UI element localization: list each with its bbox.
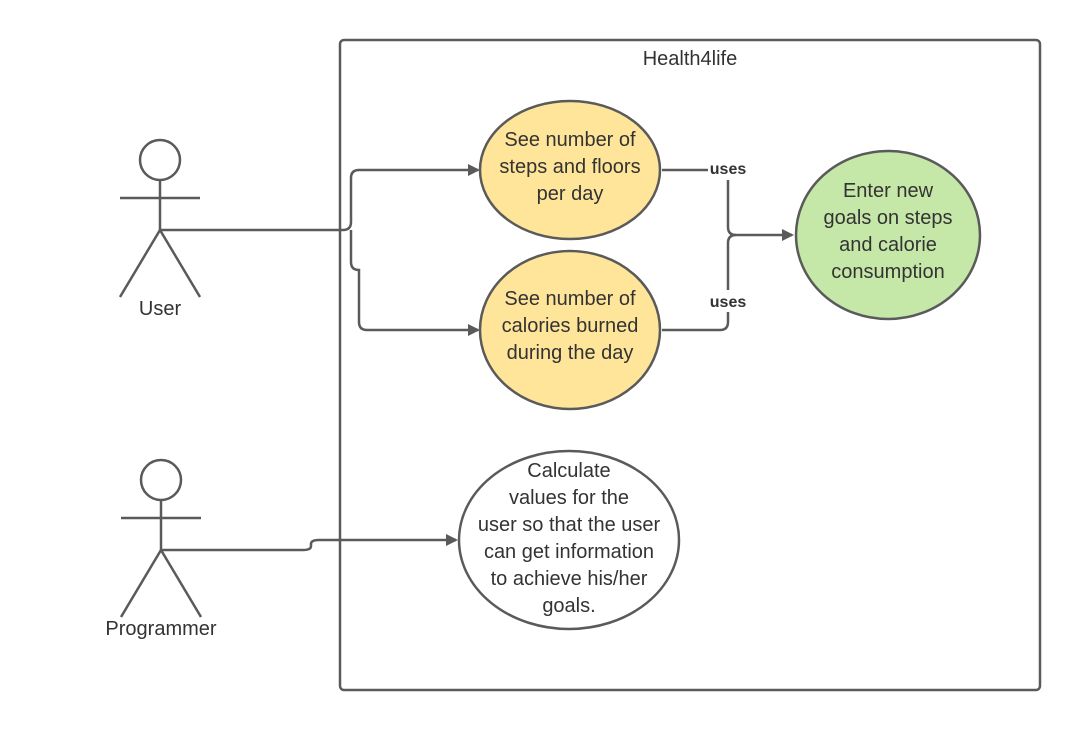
use-case-calculate[interactable]: Calculate values for the user so that th… — [457, 449, 681, 631]
connectors — [160, 164, 794, 552]
use-case-goals[interactable]: Enter new goals on steps and calorie con… — [794, 149, 982, 321]
use-case-calculate-ellipse — [457, 449, 681, 631]
actor-programmer-label: Programmer — [105, 618, 216, 640]
use-case-calories-line: during the day — [507, 342, 634, 364]
use-case-steps-ellipse — [478, 99, 662, 241]
actor-user-left-leg — [118, 229, 162, 298]
connector-calories-to-goals-a — [662, 312, 730, 332]
connector-user-to-calories — [349, 230, 480, 336]
system-boundary: Health4life — [338, 38, 1042, 692]
use-case-steps-line: per day — [537, 183, 604, 205]
actor-programmer[interactable]: Programmer — [105, 458, 217, 640]
connector-programmer-to-calculate — [161, 534, 458, 552]
use-case-goals-ellipse — [794, 149, 982, 321]
system-title: Health4life — [643, 48, 738, 70]
use-case-goals-line: consumption — [831, 261, 944, 283]
use-case-goals-line: goals on steps — [824, 207, 953, 229]
actor-programmer-left-leg — [119, 549, 163, 618]
use-case-goals-line: and calorie — [839, 234, 937, 256]
use-case-calculate-line: goals. — [542, 595, 595, 617]
system-boundary-box — [338, 38, 1042, 692]
use-case-calculate-line: user so that the user — [478, 514, 661, 536]
actor-user-right-leg — [158, 229, 202, 298]
use-case-calculate-line: to achieve his/her — [491, 568, 648, 590]
use-case-goals-line: Enter new — [843, 180, 934, 202]
use-case-calories-ellipse — [478, 249, 662, 411]
use-case-calculate-line: values for the — [509, 487, 629, 509]
use-case-steps-line: steps and floors — [499, 156, 640, 178]
edge-label-uses-steps: uses — [710, 161, 747, 178]
use-case-calories[interactable]: See number of calories burned during the… — [478, 249, 662, 411]
actor-user-label: User — [139, 298, 182, 320]
use-case-calories-line: See number of — [504, 288, 636, 310]
use-case-calculate-line: can get information — [484, 541, 654, 563]
use-case-calories-line: calories burned — [502, 315, 639, 337]
actor-user-head — [138, 138, 182, 182]
use-case-steps[interactable]: See number of steps and floors per day — [478, 99, 662, 241]
use-case-steps-line: See number of — [504, 129, 636, 151]
use-case-calculate-line: Calculate — [527, 460, 610, 482]
connector-calories-to-goals-b — [726, 233, 737, 290]
actor-programmer-right-leg — [159, 549, 203, 618]
actor-programmer-head — [139, 458, 183, 502]
edge-label-uses-calories: uses — [710, 294, 747, 311]
actor-user[interactable]: User — [118, 138, 202, 320]
connector-steps-to-goals-b — [726, 180, 794, 241]
connector-user-to-steps — [160, 164, 480, 232]
